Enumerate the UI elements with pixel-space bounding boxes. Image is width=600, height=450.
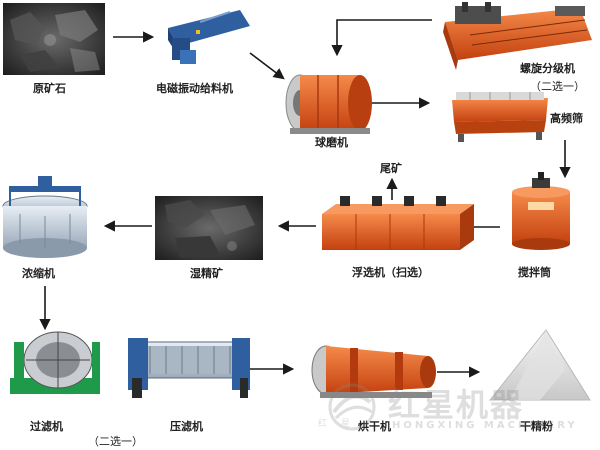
edge-classifier-to-ball-mill [331, 19, 432, 57]
label-alternative-note-top: （二选一） [530, 80, 585, 93]
label-spiral-classifier: 螺旋分级机 [520, 62, 575, 75]
dry-concentrate-image [488, 329, 591, 401]
label-high-frequency-screen: 高频筛 [550, 112, 583, 125]
flotation-machine [322, 196, 474, 250]
label-dryer: 烘干机 [358, 420, 391, 433]
label-filter-press: 压滤机 [170, 420, 203, 433]
label-vibrating-feeder: 电磁振动给料机 [156, 82, 233, 95]
label-raw-ore: 原矿石 [33, 82, 66, 95]
label-ball-mill: 球磨机 [315, 136, 348, 149]
label-thickener: 浓缩机 [22, 267, 55, 280]
ball-mill-machine [285, 74, 372, 134]
label-vacuum-filter: 过滤机 [30, 420, 63, 433]
label-agitator: 搅拌筒 [518, 266, 551, 279]
spiral-classifier-machine [443, 2, 592, 70]
label-dry-concentrate: 干精粉 [520, 420, 553, 433]
label-alternative-note-bottom: （二选一） [88, 435, 143, 448]
flow-arrows [39, 19, 571, 378]
edge-feeder-to-ball-mill [249, 52, 285, 80]
rotary-dryer-machine [311, 345, 436, 398]
high-frequency-screen-machine [452, 92, 548, 142]
label-flotation: 浮选机（扫选） [352, 266, 429, 279]
raw-ore-image [3, 3, 105, 75]
wet-concentrate-image [155, 196, 263, 260]
label-wet-concentrate: 湿精矿 [190, 267, 223, 280]
thickener-machine [2, 176, 88, 258]
label-tailings: 尾矿 [380, 162, 402, 175]
filter-press-machine [128, 338, 250, 398]
agitator-tank-machine [512, 172, 570, 250]
vibrating-feeder-machine [168, 10, 250, 64]
vacuum-filter-machine [10, 331, 100, 394]
